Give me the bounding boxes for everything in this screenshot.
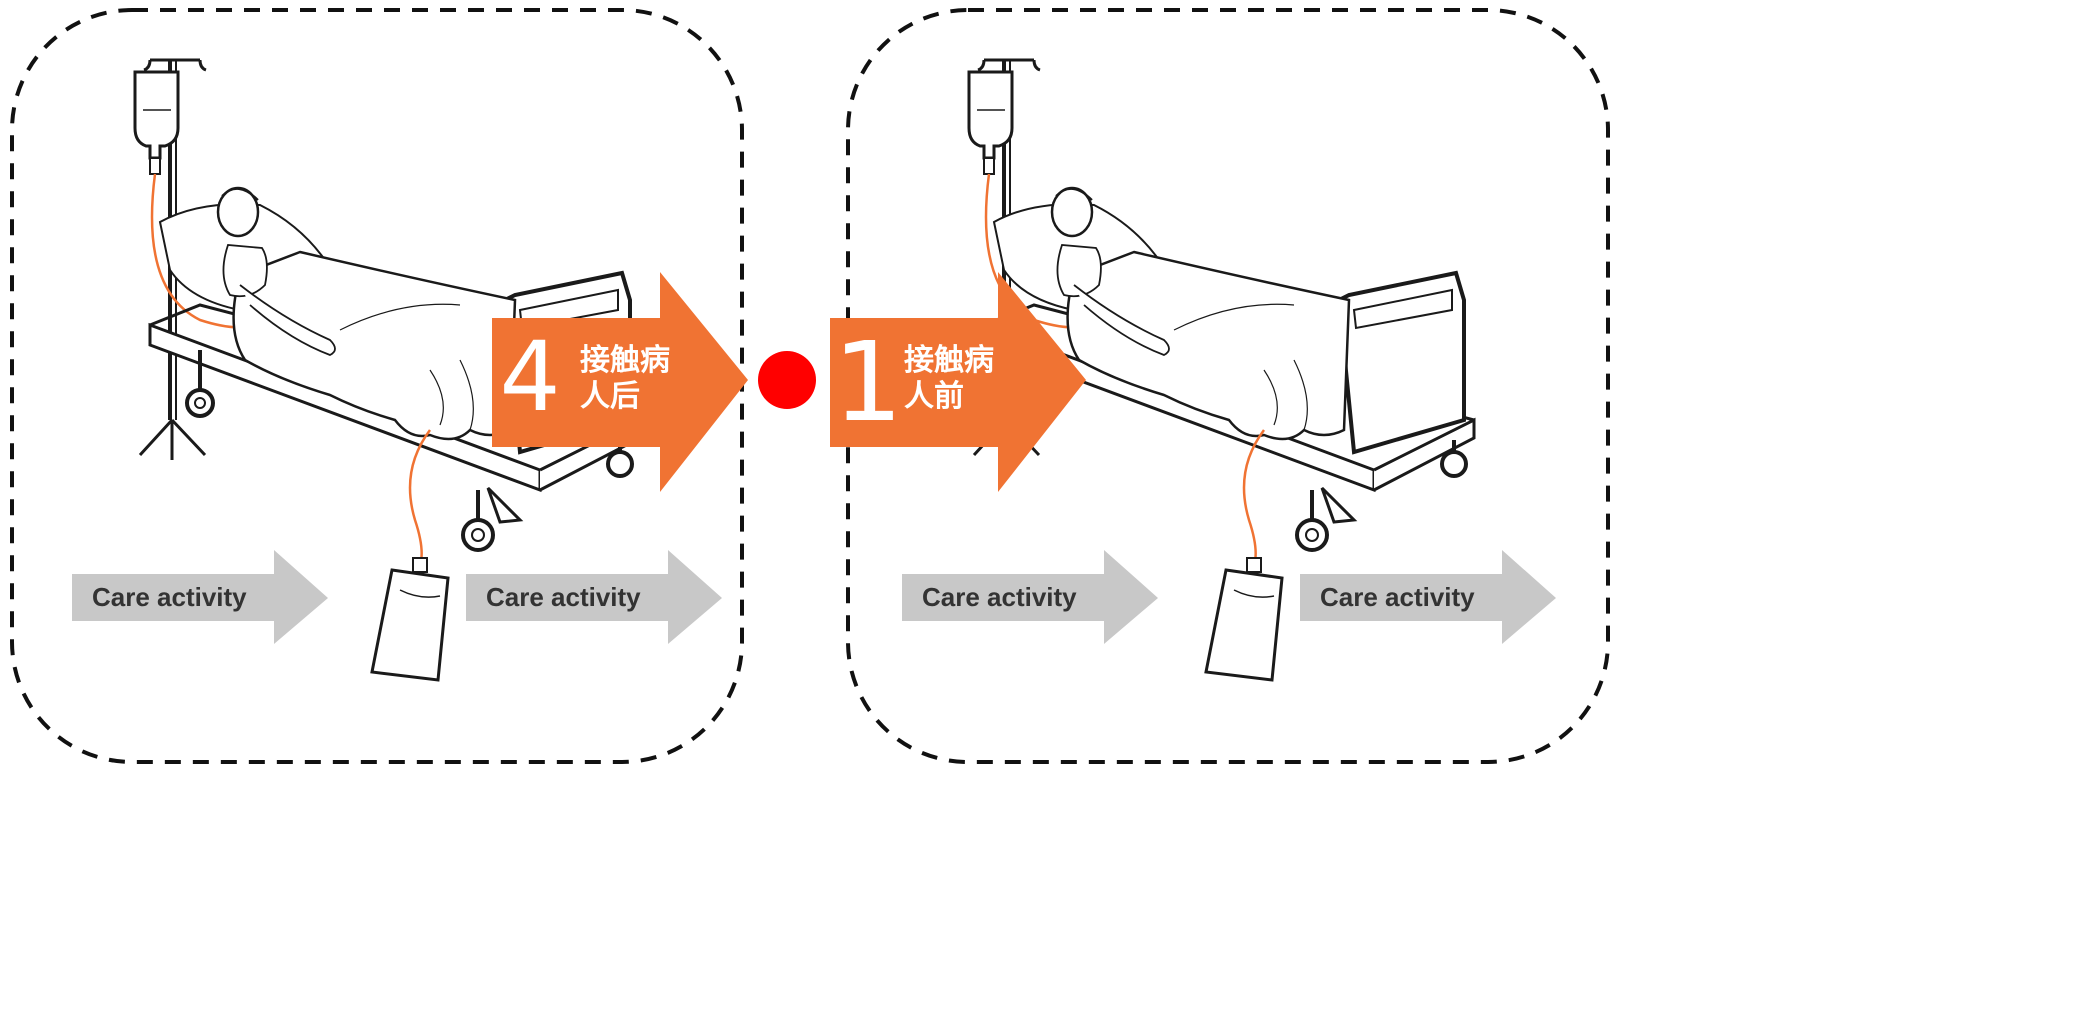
care-activity-label: Care activity (1320, 582, 1475, 612)
care-activity-label: Care activity (92, 582, 247, 612)
care-activity-label: Care activity (486, 582, 641, 612)
moment-label-line1: 接触病 (904, 343, 994, 378)
care-activity-label: Care activity (922, 582, 1077, 612)
care-activity-arrow: Care activity (72, 550, 328, 644)
moment-label-line1: 接触病 (580, 343, 670, 378)
moment-number: 4 (499, 321, 560, 433)
care-activity-arrow: Care activity (466, 550, 722, 644)
right-panel-border (846, 8, 1610, 764)
moment-label-line2: 人前 (904, 379, 964, 414)
red-dot (758, 351, 816, 409)
moment-arrow-before-patient: 1 接触病 人前 (830, 272, 1086, 492)
care-activity-arrow: Care activity (1300, 550, 1556, 644)
moment-label-line2: 人后 (580, 379, 640, 414)
moment-arrow-after-patient: 4 接触病 人后 (492, 272, 748, 492)
moment-number: 1 (833, 318, 903, 446)
care-activity-arrow: Care activity (902, 550, 1158, 644)
